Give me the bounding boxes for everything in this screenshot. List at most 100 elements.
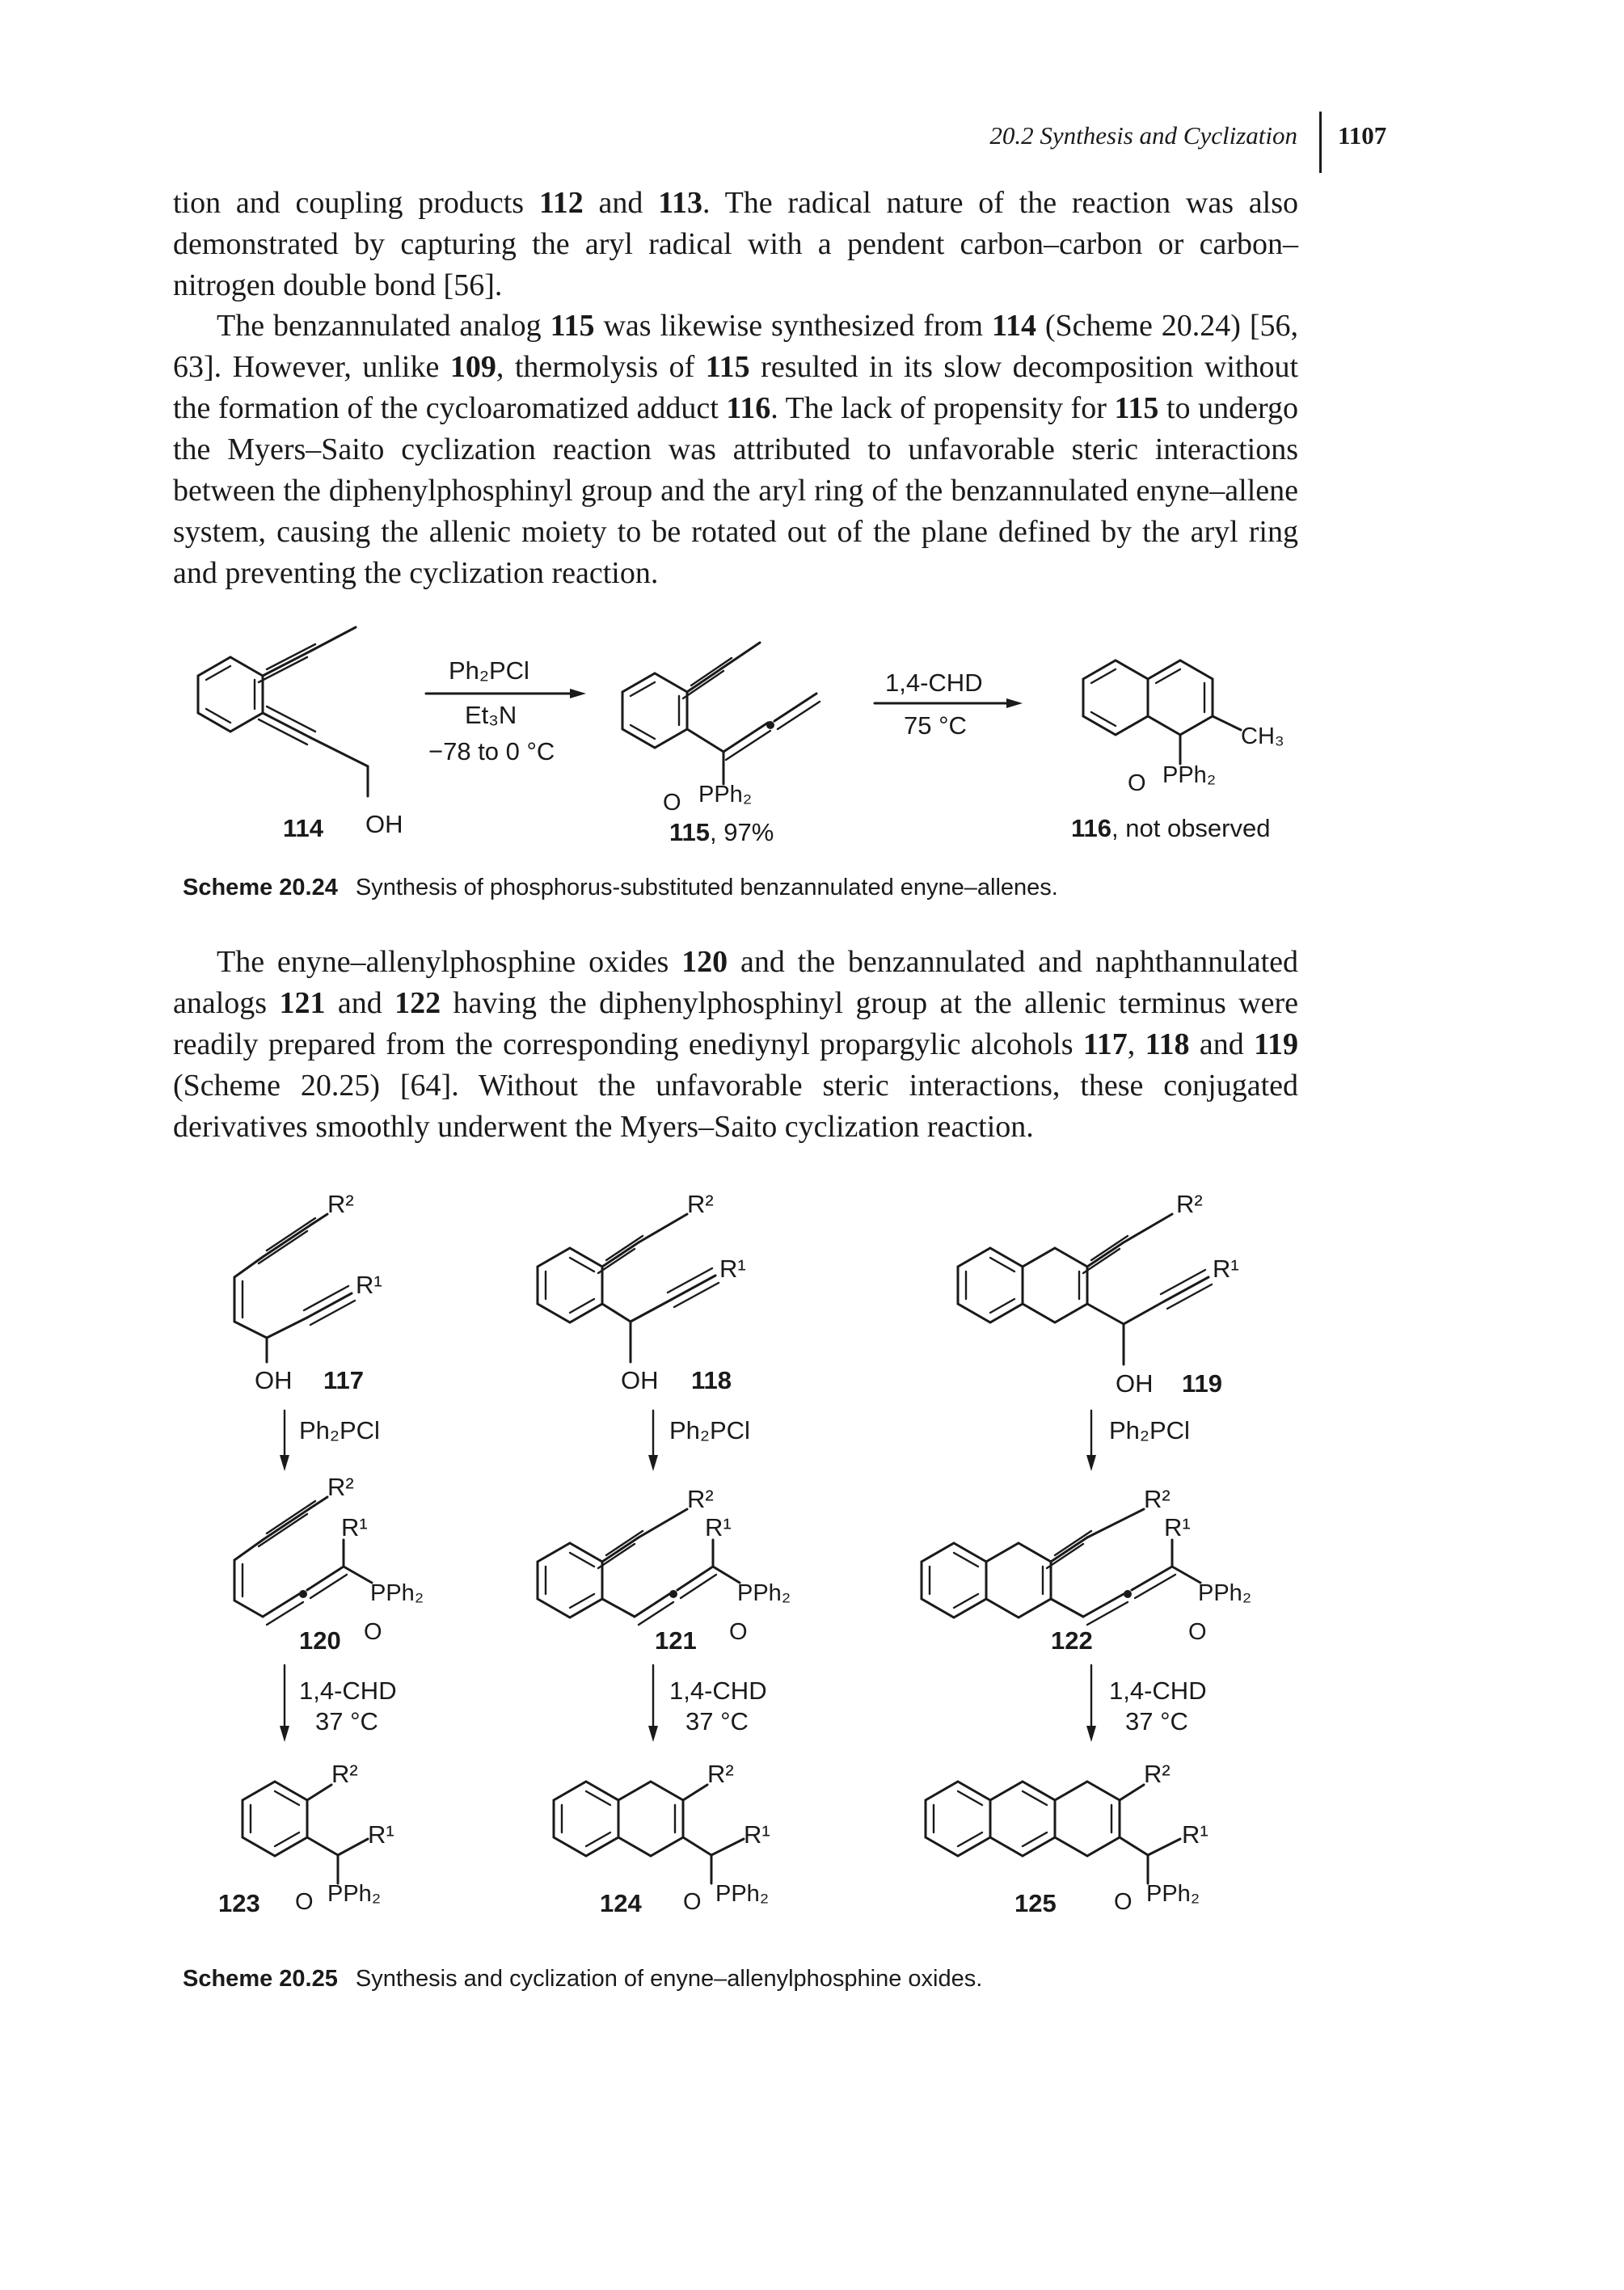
structure-125 (924, 1780, 1182, 1885)
page-number: 1107 (1338, 121, 1387, 150)
oxygen-label-120: O (364, 1619, 382, 1645)
reaction-temperature-24: 75 °C (904, 711, 967, 740)
methyl-label-116: CH₃ (1241, 723, 1284, 749)
compound-label-121: 121 (655, 1626, 697, 1655)
scheme-20-24-caption: Scheme 20.24 Synthesis of phosphorus-subs… (183, 875, 1058, 901)
structure-116 (1082, 659, 1242, 765)
compound-ref: 115 (705, 350, 750, 384)
reagent-et3n: Et₃N (465, 701, 517, 729)
reagent-122-temp: 37 °C (1125, 1707, 1188, 1735)
compound-ref: 121 (279, 986, 326, 1020)
compound-label-116: 116, not observed (1071, 814, 1270, 842)
structure-115 (621, 641, 821, 786)
compound-ref: 114 (992, 309, 1036, 343)
pph2-label-121: PPh₂ (737, 1580, 791, 1606)
compound-ref: 122 (394, 986, 441, 1020)
structure-124 (552, 1780, 745, 1885)
text-run: was likewise synthesized from (594, 309, 993, 343)
text-run: The enyne–allenylphosphine oxides (217, 945, 682, 979)
compound-ref: 116 (726, 391, 771, 425)
compound-label-115: 115, 97% (669, 818, 774, 846)
pph2-label-123: PPh₂ (327, 1881, 381, 1907)
hydroxyl-label-117: OH (255, 1366, 293, 1394)
compound-label-125: 125 (1014, 1889, 1057, 1917)
reagent-ph2pcl: Ph₂PCl (449, 656, 529, 685)
compound-ref: 109 (449, 350, 496, 384)
paragraph-1: tion and coupling products 112 and 113. … (173, 183, 1298, 306)
r1-label-121: R¹ (705, 1513, 732, 1541)
r2-label-122: R² (1144, 1485, 1171, 1513)
compound-label-120: 120 (299, 1626, 341, 1655)
pph2-label-120: PPh₂ (370, 1580, 424, 1606)
caption-text: Synthesis of phosphorus-substituted benz… (355, 875, 1058, 900)
text-run: tion and coupling products (173, 186, 539, 220)
r2-label-124: R² (707, 1760, 734, 1788)
r1-label-117: R¹ (356, 1271, 382, 1299)
compound-label-124: 124 (600, 1889, 642, 1917)
oxygen-label-121: O (729, 1619, 748, 1645)
oxygen-label-123: O (295, 1889, 314, 1915)
text-run: The benzannulated analog (217, 309, 550, 343)
text-run: . The radical nature of the reaction was… (173, 186, 1298, 302)
text-run: (Scheme 20.25) [64]. Without the unfavor… (173, 1069, 1298, 1144)
reagent-120-temp: 37 °C (315, 1707, 378, 1735)
structure-118 (536, 1212, 720, 1364)
compound-ref: 119 (1254, 1027, 1299, 1061)
reagent-120-chd: 1,4-CHD (299, 1676, 397, 1705)
caption-label: Scheme 20.24 (183, 875, 338, 900)
compound-label-114: 114 (283, 814, 324, 842)
pph2-label-116: PPh₂ (1162, 762, 1216, 788)
text-run: having the diphenylphosphinyl group at t… (173, 986, 1298, 1061)
text-run: and (325, 986, 395, 1020)
r1-label-123: R¹ (368, 1820, 394, 1849)
compound-label-118: 118 (691, 1366, 732, 1394)
paragraph-2: The benzannulated analog 115 was likewis… (173, 306, 1298, 594)
r1-label-125: R¹ (1182, 1820, 1209, 1849)
reaction-conditions-1: −78 to 0 °C (428, 737, 555, 765)
scheme-20-24: OH 114 Ph₂PCl Et₃N −78 to 0 °C O PPh₂ 11… (196, 626, 1284, 846)
r1-label-124: R¹ (744, 1820, 770, 1849)
hydroxyl-label-119: OH (1116, 1369, 1154, 1398)
structure-123 (241, 1780, 369, 1885)
pph2-label-125: PPh₂ (1146, 1881, 1200, 1907)
compound-ref: 118 (1145, 1027, 1190, 1061)
r1-label-118: R¹ (719, 1255, 746, 1283)
header-rule (1319, 112, 1322, 173)
structure-121 (536, 1508, 741, 1626)
reagent-121-chd: 1,4-CHD (669, 1676, 767, 1705)
text-run: and (583, 186, 659, 220)
compound-label-123: 123 (218, 1889, 260, 1917)
text-run: and (1189, 1027, 1255, 1061)
oxygen-label-116: O (1128, 770, 1146, 796)
reagent-119: Ph₂PCl (1109, 1416, 1190, 1444)
reagent-chd-24: 1,4-CHD (885, 668, 983, 697)
pph2-label-124: PPh₂ (715, 1881, 769, 1907)
pph2-label-122: PPh₂ (1198, 1580, 1251, 1606)
compound-ref: 113 (658, 186, 703, 220)
paragraph-3: The enyne–allenylphosphine oxides 120 an… (173, 942, 1298, 1148)
reagent-118: Ph₂PCl (669, 1416, 750, 1444)
text-run: resulted in its slow decomposition witho… (173, 350, 1298, 425)
reagent-121-temp: 37 °C (685, 1707, 749, 1735)
text-run: (Scheme 20.24) [56, 63]. However, unlike (173, 309, 1298, 384)
r2-label-118: R² (687, 1190, 714, 1218)
r2-label-120: R² (327, 1473, 354, 1501)
structure-117 (233, 1212, 356, 1364)
r1-label-120: R¹ (341, 1513, 368, 1541)
oxygen-label-115: O (663, 790, 681, 816)
r2-label-119: R² (1176, 1190, 1203, 1218)
text-run: and the benzannulated and naphthannulate… (173, 945, 1298, 1020)
text-run: . The lack of propensity for (770, 391, 1115, 425)
r1-label-119: R¹ (1213, 1255, 1239, 1283)
reagent-117: Ph₂PCl (299, 1416, 380, 1444)
pph2-label-115: PPh₂ (698, 782, 752, 808)
r2-label-121: R² (687, 1485, 714, 1513)
caption-label: Scheme 20.25 (183, 1966, 338, 1992)
r1-label-122: R¹ (1164, 1513, 1191, 1541)
r2-label-117: R² (327, 1190, 354, 1218)
compound-ref: 120 (681, 945, 728, 979)
structure-119 (956, 1212, 1213, 1366)
compound-label-122: 122 (1051, 1626, 1093, 1655)
running-head: 20.2 Synthesis and Cyclization (989, 121, 1297, 150)
